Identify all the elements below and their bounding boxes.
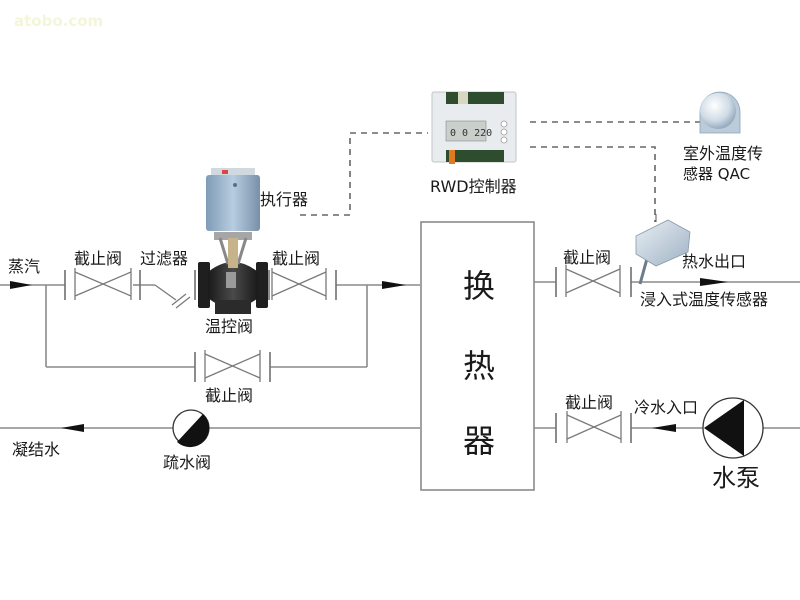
signal-line-actuator	[300, 132, 428, 216]
outdoor-sensor-label-line1: 室外温度传	[683, 144, 763, 163]
heat-exchanger[interactable]	[420, 221, 535, 491]
steam-flow-arrow	[382, 281, 406, 289]
gate-valve-steam-2[interactable]	[268, 268, 337, 300]
rwd-controller[interactable]	[431, 91, 517, 164]
hot-water-flow-arrow	[700, 278, 728, 286]
water-pump-label: 水泵	[712, 464, 760, 492]
immersion-temperature-sensor[interactable]	[635, 214, 691, 285]
outdoor-sensor-label-line2: 感器 QAC	[683, 165, 750, 183]
heat-exchanger-char-3: 器	[463, 422, 495, 460]
strainer[interactable]	[139, 270, 196, 309]
water-pump[interactable]	[702, 397, 764, 459]
actuator[interactable]	[206, 168, 260, 231]
gate-valve-steam-1-label: 截止阀	[74, 249, 122, 268]
bypass-gate-valve-label: 截止阀	[205, 386, 253, 405]
hot-water-outlet-label: 热水出口	[682, 252, 746, 271]
controller-display-reading: 0 0 220	[450, 128, 492, 139]
signal-line-immersion-sensor	[530, 146, 656, 222]
temperature-control-valve[interactable]	[198, 232, 268, 314]
steam-label: 蒸汽	[8, 257, 40, 276]
steam-main-pipe	[0, 284, 420, 368]
bypass-gate-valve[interactable]	[194, 350, 271, 382]
steam-trap-label: 疏水阀	[163, 453, 211, 472]
strainer-label: 过滤器	[140, 249, 188, 268]
temp-control-valve-label: 温控阀	[205, 317, 253, 336]
heat-exchanger-char-1: 换	[463, 267, 495, 305]
cold-water-flow-arrow	[652, 424, 676, 432]
watermark: atobo.com	[14, 12, 103, 30]
gate-valve-cold-water[interactable]	[555, 411, 632, 443]
gate-valve-steam-1[interactable]	[64, 268, 132, 300]
cold-water-inlet-label: 冷水入口	[634, 398, 698, 417]
steam-inlet-arrow	[10, 281, 32, 289]
gate-valve-hot-water-label: 截止阀	[563, 248, 611, 267]
immersion-sensor-label: 浸入式温度传感器	[640, 290, 768, 309]
gate-valve-hot-water[interactable]	[555, 265, 632, 297]
condensate-flow-arrow	[61, 424, 84, 432]
actuator-label: 执行器	[260, 190, 308, 209]
outdoor-temperature-sensor[interactable]	[699, 91, 741, 134]
gate-valve-steam-2-label: 截止阀	[272, 249, 320, 268]
heat-exchanger-char-2: 热	[463, 347, 495, 385]
gate-valve-cold-water-label: 截止阀	[565, 393, 613, 412]
steam-trap[interactable]	[172, 409, 210, 448]
condensate-label: 凝结水	[12, 440, 60, 459]
rwd-controller-label: RWD控制器	[430, 177, 517, 196]
